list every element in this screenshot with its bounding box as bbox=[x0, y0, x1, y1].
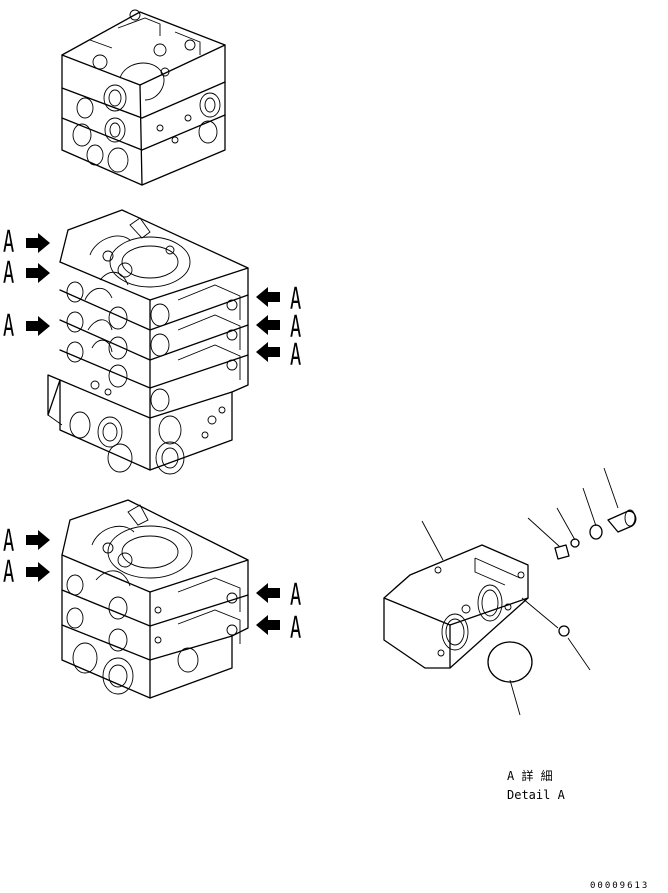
label-a: A bbox=[3, 555, 15, 590]
arrow-right-icon bbox=[26, 316, 50, 336]
arrow-left-icon bbox=[256, 583, 280, 603]
label-a: A bbox=[3, 256, 15, 291]
arrow-left-icon bbox=[256, 615, 280, 635]
detail-a-cover-block bbox=[383, 467, 637, 716]
small-o-ring bbox=[558, 625, 570, 637]
arrow-right-icon bbox=[26, 263, 50, 283]
label-a: A bbox=[290, 578, 302, 613]
label-a: A bbox=[290, 338, 302, 373]
detail-caption-en: Detail A bbox=[507, 788, 565, 802]
detail-caption-jp: A 詳 細 bbox=[507, 769, 553, 783]
label-a: A bbox=[3, 225, 15, 260]
label-a: A bbox=[3, 309, 15, 344]
valve-assembly-3 bbox=[61, 499, 249, 699]
drawing-code: 00009613 bbox=[590, 881, 650, 891]
arrow-right-icon bbox=[26, 530, 50, 550]
arrow-left-icon bbox=[256, 315, 280, 335]
arrow-right-icon bbox=[26, 233, 50, 253]
gasket bbox=[487, 641, 533, 683]
label-a: A bbox=[290, 310, 302, 345]
arrow-right-icon bbox=[26, 562, 50, 582]
arrow-left-icon bbox=[256, 287, 280, 307]
label-a: A bbox=[3, 524, 15, 559]
arrow-left-icon bbox=[256, 342, 280, 362]
label-a: A bbox=[290, 611, 302, 646]
valve-assembly-1 bbox=[61, 9, 226, 186]
label-a: A bbox=[290, 282, 302, 317]
valve-assembly-2 bbox=[47, 209, 249, 475]
